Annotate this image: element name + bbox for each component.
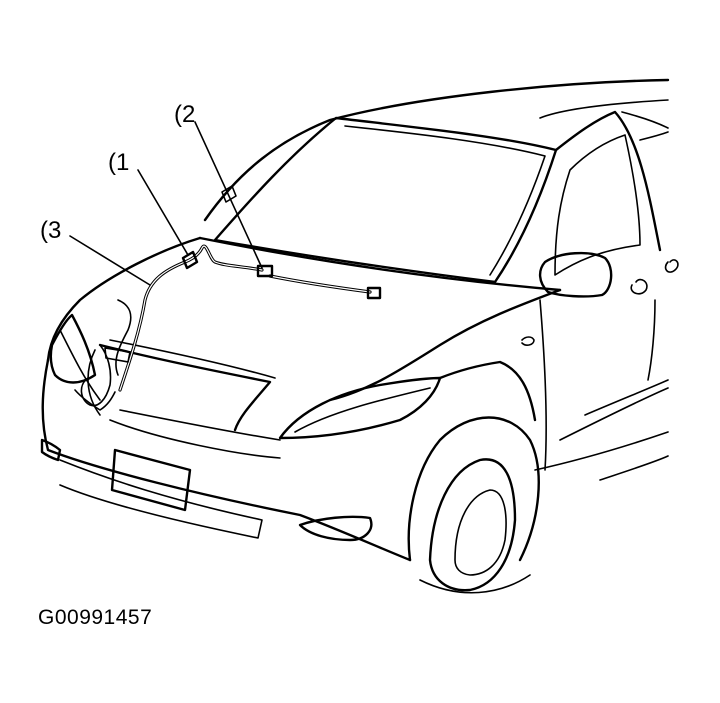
callout-1-number: 1 xyxy=(116,149,129,176)
callout-1: ( 1 xyxy=(108,149,129,176)
callout-3: ( 3 xyxy=(40,217,61,244)
callout-2-paren-left: ( xyxy=(174,101,182,128)
callout-3-paren-left: ( xyxy=(40,217,48,244)
callout-2-number: 2 xyxy=(182,101,195,128)
callout-2: ( 2 xyxy=(174,101,195,128)
callout-3-number: 3 xyxy=(48,217,61,244)
figure-id: G00991457 xyxy=(38,606,153,629)
wire-harness xyxy=(74,244,382,411)
callout-leaders xyxy=(69,121,263,286)
car-body xyxy=(40,78,679,594)
callout-1-paren-left: ( xyxy=(108,149,116,176)
